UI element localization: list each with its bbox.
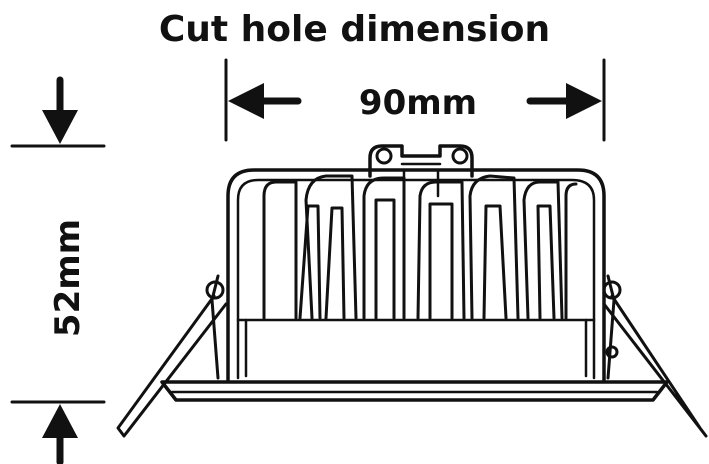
spring-clip-left [116, 274, 228, 438]
diagram-title: Cut hole dimension [158, 9, 551, 50]
height-dimension-label: 52mm [48, 218, 88, 338]
height-arrow-bottom [42, 404, 78, 464]
height-dimension [10, 76, 106, 464]
trim-bezel [160, 380, 669, 402]
height-arrow-top [42, 76, 78, 144]
downlight-fixture [116, 144, 708, 438]
width-arrow-left [228, 83, 302, 119]
spring-clip-right [602, 274, 708, 438]
width-dimension-label: 90mm [358, 83, 478, 123]
cable-connector [368, 144, 474, 198]
heat-sink-fins [262, 174, 578, 320]
width-dimension [224, 58, 606, 142]
width-arrow-right [526, 83, 602, 119]
heat-sink-body [226, 168, 606, 382]
